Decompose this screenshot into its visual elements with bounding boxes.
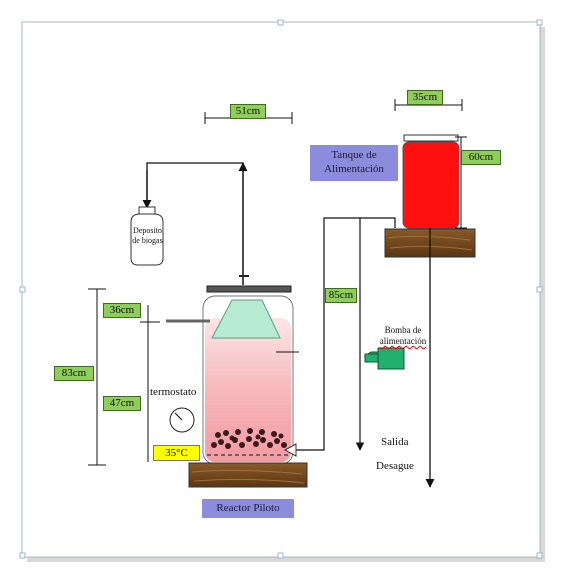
gas-hood <box>211 299 281 339</box>
dim-35-line <box>394 99 463 111</box>
dim-47: 47cm <box>103 396 141 411</box>
selection-handles <box>19 19 543 559</box>
bomba-line2: alimentación <box>379 336 427 346</box>
thermostat-gauge-icon <box>169 407 195 433</box>
dim-35: 35cm <box>407 90 443 105</box>
dim-36-line <box>140 305 160 462</box>
dim-83-line <box>88 288 106 466</box>
salida-label: Salida <box>381 436 409 448</box>
reactor-base <box>188 462 308 488</box>
dim-85: 85cm <box>325 288 357 303</box>
deposito-label: Deposito de biogas <box>131 226 164 246</box>
reactor-base-grain <box>191 469 305 484</box>
pump <box>363 347 405 370</box>
deposito-line1: Deposito <box>133 226 162 235</box>
temperature-badge: 35°C <box>153 445 200 461</box>
inlet-nozzle <box>283 443 297 457</box>
sludge-bed <box>211 428 287 449</box>
biogas-deposit <box>130 206 164 266</box>
bomba-label: Bomba de alimentación <box>372 325 434 347</box>
bomba-line1: Bomba de <box>384 325 422 335</box>
dim-51: 51cm <box>230 104 266 119</box>
tanque-line1: Tanque de <box>331 149 377 161</box>
reactor-label: Reactor Piloto <box>202 499 294 518</box>
dim-60: 60cm <box>461 150 501 165</box>
dim-83: 83cm <box>54 366 94 381</box>
desague-label: Desague <box>376 460 414 472</box>
reactor-lid <box>206 285 292 293</box>
feed-tank <box>402 134 460 229</box>
termostato-label: termostato <box>150 386 197 398</box>
gas-line <box>142 162 248 285</box>
tanque-line2: Alimentación <box>324 163 384 175</box>
tanque-label: Tanque de Alimentación <box>310 145 398 181</box>
deposito-line2: de biogas <box>132 236 163 245</box>
dim-36: 36cm <box>103 303 141 318</box>
